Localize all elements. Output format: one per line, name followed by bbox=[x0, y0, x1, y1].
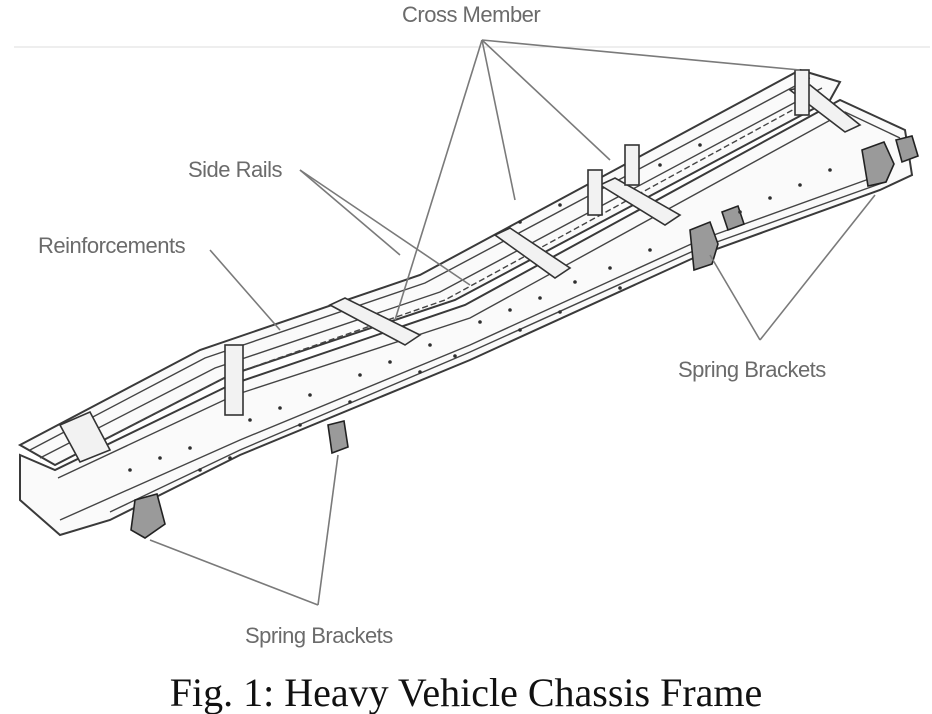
side-rail-near bbox=[19, 98, 914, 537]
leader-cross-member-2 bbox=[481, 39, 516, 201]
spring-bracket-front-1 bbox=[327, 420, 349, 455]
leader-cross-member-3 bbox=[481, 39, 611, 161]
spring-bracket-front-2 bbox=[130, 493, 166, 539]
leader-lines bbox=[149, 39, 876, 606]
hanger-4 bbox=[794, 69, 810, 116]
cross-member-front bbox=[58, 410, 112, 464]
leader-side-rails-2 bbox=[299, 169, 471, 286]
leader-cross-member-1 bbox=[394, 39, 483, 321]
leader-spring-brackets-right-1 bbox=[709, 254, 761, 341]
leader-spring-brackets-right-2 bbox=[759, 194, 876, 341]
label-spring-brackets-right: Spring Brackets bbox=[678, 357, 826, 382]
cross-member-1 bbox=[328, 297, 422, 346]
label-reinforcements: Reinforcements bbox=[38, 233, 186, 258]
label-side-rails: Side Rails bbox=[188, 157, 283, 182]
hanger-2 bbox=[587, 169, 603, 216]
hanger-3 bbox=[624, 144, 640, 186]
hanger-1 bbox=[224, 344, 244, 416]
cross-member-2 bbox=[493, 227, 572, 279]
cross-member-3 bbox=[598, 177, 682, 226]
label-cross-member: Cross Member bbox=[402, 2, 540, 27]
spring-bracket-rear-3 bbox=[861, 140, 895, 187]
leader-cross-member-4 bbox=[481, 39, 801, 71]
leader-reinforcements bbox=[209, 249, 281, 331]
spring-bracket-rear-4 bbox=[895, 135, 919, 164]
leader-side-rails-1 bbox=[299, 169, 401, 256]
leader-spring-brackets-bottom-2 bbox=[149, 539, 319, 606]
hangers bbox=[224, 69, 810, 416]
chassis-frame bbox=[17, 68, 919, 539]
spring-brackets bbox=[130, 135, 919, 539]
figure-caption: Fig. 1: Heavy Vehicle Chassis Frame bbox=[170, 670, 763, 714]
label-spring-brackets-bottom: Spring Brackets bbox=[245, 623, 393, 648]
leader-spring-brackets-bottom-1 bbox=[317, 454, 339, 606]
rivet-holes bbox=[128, 143, 832, 472]
